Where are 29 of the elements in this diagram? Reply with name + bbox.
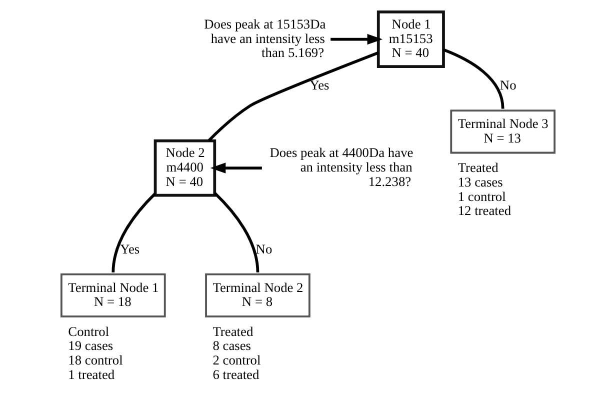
node-label: Treated bbox=[212, 324, 253, 339]
node-label: Control bbox=[68, 324, 109, 339]
edge-label: No bbox=[255, 241, 272, 256]
connector bbox=[213, 192, 259, 272]
connector bbox=[207, 51, 378, 142]
node-label: 19 cases bbox=[68, 338, 113, 354]
node-label: 12 treated bbox=[457, 203, 511, 218]
connector bbox=[111, 192, 156, 272]
edge-label: No bbox=[499, 78, 516, 93]
node-label: Treated bbox=[457, 160, 498, 176]
edge-label: Yes bbox=[120, 241, 140, 256]
node-box: Terminal Node 2 N = 8 bbox=[204, 273, 310, 318]
node-box: Terminal Node 1 N = 18 bbox=[60, 273, 166, 318]
node-label: 1 treated bbox=[68, 366, 114, 382]
arrow bbox=[210, 162, 262, 174]
edge-label: Yes bbox=[309, 78, 329, 93]
node-text: Does peak at 15153Da have an intensity less than 5.169? bbox=[204, 16, 326, 60]
connector bbox=[442, 48, 504, 109]
node-label: 8 cases bbox=[212, 338, 251, 354]
node-text: Does peak at 4400Da have an intensity less than 12.238? bbox=[269, 145, 413, 189]
arrow bbox=[330, 34, 382, 45]
node-label: 6 treated bbox=[212, 366, 259, 382]
node-label: 1 control bbox=[457, 188, 506, 204]
node-box: Node 1 m15153 N = 40 bbox=[376, 10, 444, 68]
node-box: Node 2 m4400 N = 40 bbox=[153, 139, 216, 197]
node-box: Terminal Node 3 N = 13 bbox=[450, 110, 556, 154]
node-label: 18 control bbox=[68, 352, 122, 368]
node-label: 2 control bbox=[212, 352, 260, 368]
node-label: 13 cases bbox=[457, 174, 502, 190]
